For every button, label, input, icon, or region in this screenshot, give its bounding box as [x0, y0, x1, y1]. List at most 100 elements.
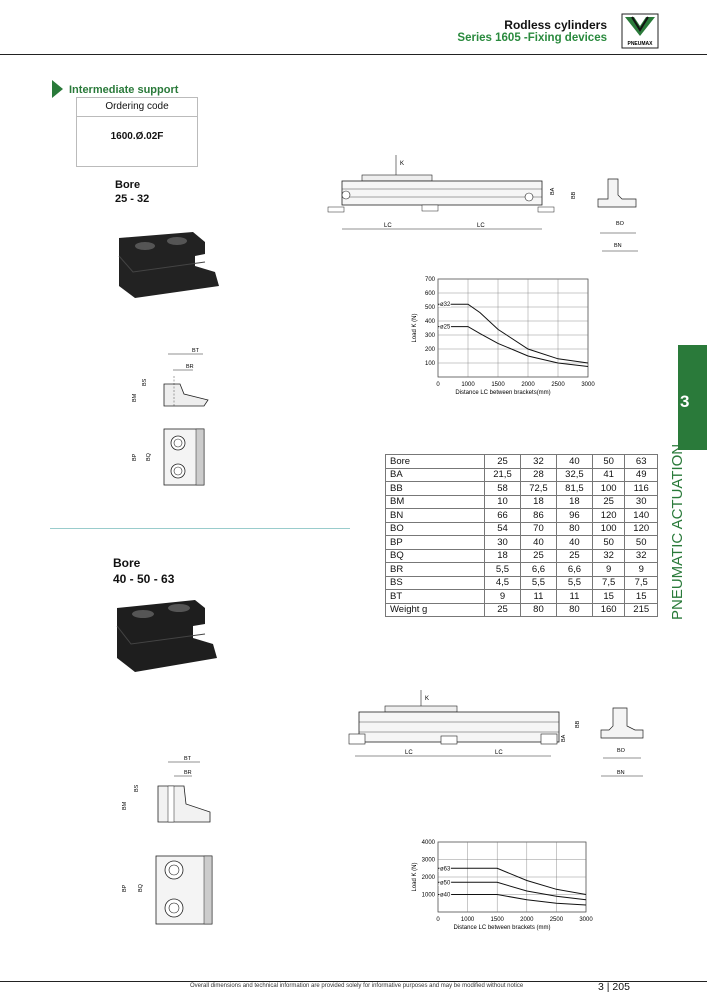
table-cell: 50	[591, 535, 626, 550]
table-row-header: BN	[385, 508, 485, 523]
table-cell: 120	[624, 521, 658, 536]
table-cell: 32	[624, 548, 658, 563]
series-line	[438, 881, 587, 901]
page-number: 3 | 205	[598, 981, 630, 993]
dim-br-label: BR	[186, 364, 194, 370]
y-tick-label: 4000	[422, 840, 436, 846]
dim-bm-label-2: BM	[122, 801, 128, 810]
table-cell: 72,5	[519, 481, 557, 496]
dim-lc-label-2b: LC	[495, 750, 503, 756]
bore1-label: Bore	[115, 179, 141, 191]
table-cell: 49	[624, 467, 658, 482]
bore1-range: 25 - 32	[115, 193, 150, 205]
table-cell: 100	[591, 481, 626, 496]
table-row-header: BO	[385, 521, 485, 536]
dim-k-label-1: K	[400, 161, 404, 167]
table-row-header: BP	[385, 535, 485, 550]
dim-ba-label-2: BA	[561, 734, 567, 742]
x-tick-label: 1000	[461, 382, 475, 388]
series-label: ø50	[440, 880, 451, 886]
footer-rule	[0, 981, 707, 982]
dim-bb-label-1: BB	[571, 191, 577, 199]
dim-bp-label-2: BP	[122, 884, 128, 892]
table-cell: 160	[591, 602, 626, 617]
table-cell: 96	[555, 508, 593, 523]
table-cell: 4,5	[484, 575, 521, 590]
y-tick-label: 400	[425, 319, 436, 325]
series-line	[438, 326, 589, 367]
table-cell: 25	[591, 494, 626, 509]
x-axis-label: Distance LC between brackets (mm)	[453, 925, 550, 931]
table-cell: 5,5	[484, 562, 521, 577]
dim-bm-label: BM	[132, 393, 138, 402]
series-label: ø32	[440, 302, 451, 308]
x-axis-label: Distance LC between brackets(mm)	[455, 390, 550, 396]
table-cell: 32	[519, 454, 557, 469]
table-cell: 32	[591, 548, 626, 563]
chapter-title: PNEUMATIC ACTUATION	[669, 443, 686, 620]
cylinder-assembly-drawing-2: K LC LC BA BB BO BN	[348, 690, 644, 777]
table-cell: 58	[484, 481, 521, 496]
x-tick-label: 3000	[579, 917, 593, 923]
table-cell: 140	[624, 508, 658, 523]
x-tick-label: 2000	[521, 382, 535, 388]
table-cell: 11	[519, 589, 557, 604]
section-arrow-icon	[52, 80, 63, 98]
table-cell: 7,5	[591, 575, 626, 590]
bore2-block: Bore 40 - 50 - 63	[113, 555, 174, 587]
table-cell: 70	[519, 521, 557, 536]
table-cell: 40	[555, 454, 593, 469]
table-cell: 41	[591, 467, 626, 482]
table-cell: 9	[624, 562, 658, 577]
table-row-header: BT	[385, 589, 485, 604]
table-cell: 5,5	[519, 575, 557, 590]
table-cell: 63	[624, 454, 658, 469]
header-rule	[0, 54, 707, 55]
y-tick-label: 2000	[422, 875, 436, 881]
table-row-header: BQ	[385, 548, 485, 563]
table-cell: 6,6	[555, 562, 593, 577]
table-cell: 66	[484, 508, 521, 523]
table-cell: 25	[484, 602, 521, 617]
x-tick-label: 1500	[491, 917, 505, 923]
table-cell: 25	[484, 454, 521, 469]
chapter-tab	[678, 345, 707, 450]
series-label: ø40	[440, 893, 451, 899]
dim-bo-label-1: BO	[616, 221, 625, 227]
y-tick-label: 700	[425, 277, 436, 283]
cylinder-assembly-drawing-1: K LC LC BA BB BO BN	[327, 155, 638, 252]
bore2-label: Bore	[113, 556, 141, 570]
bore2-range: 40 - 50 - 63	[113, 572, 175, 586]
table-cell: 25	[519, 548, 557, 563]
table-cell: 80	[555, 521, 593, 536]
series-line	[438, 894, 587, 906]
dim-bn-label-2: BN	[617, 770, 625, 776]
table-cell: 40	[519, 535, 557, 550]
logo-text: PNEUMAX	[627, 41, 653, 47]
y-tick-label: 200	[425, 347, 436, 353]
x-tick-label: 2500	[551, 382, 565, 388]
y-tick-label: 1000	[422, 893, 436, 899]
top-dimension-drawing-small: BP BQ	[132, 428, 205, 486]
table-cell: 9	[591, 562, 626, 577]
header-title: Rodless cylinders	[504, 18, 607, 32]
dim-bs-label-2: BS	[134, 784, 140, 792]
series-line	[438, 867, 587, 895]
table-row-header: BB	[385, 481, 485, 496]
footer-disclaimer: Overall dimensions and technical informa…	[190, 983, 524, 989]
table-cell: 86	[519, 508, 557, 523]
chapter-number: 3	[680, 392, 690, 411]
table-row-header: Bore	[385, 454, 485, 469]
table-cell: 120	[591, 508, 626, 523]
dim-bq-label: BQ	[146, 452, 152, 461]
table-cell: 5,5	[555, 575, 593, 590]
